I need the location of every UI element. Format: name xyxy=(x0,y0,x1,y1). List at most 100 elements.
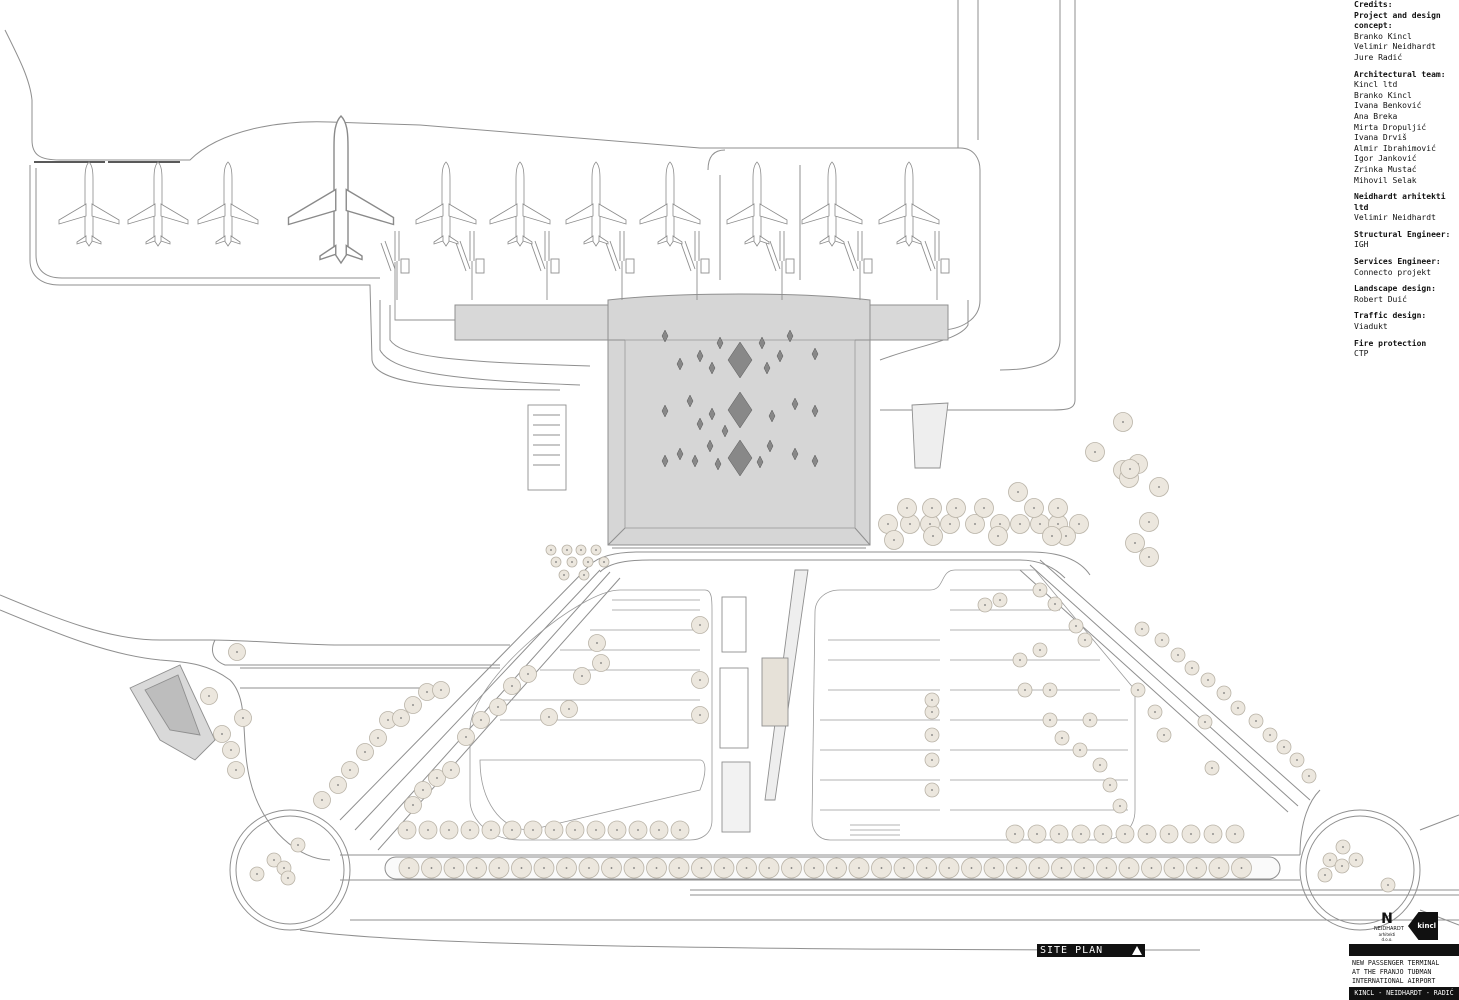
tree-icon xyxy=(428,769,446,787)
tree-icon xyxy=(545,544,557,556)
tree-icon xyxy=(582,556,594,568)
kincl-logo: kincl xyxy=(1408,912,1438,940)
tree-icon xyxy=(1072,742,1088,758)
tree-icon xyxy=(922,498,942,518)
tree-icon xyxy=(213,725,231,743)
tree-icon xyxy=(1380,877,1396,893)
roundabout-left xyxy=(229,809,351,931)
tree-icon xyxy=(1322,852,1338,868)
tree-icon xyxy=(228,643,246,661)
aircraft-icon xyxy=(197,161,259,247)
ramp-right xyxy=(1039,559,1311,801)
tree-icon xyxy=(961,857,982,879)
tree-icon xyxy=(924,752,940,768)
tree-icon xyxy=(736,857,757,879)
tree-icon xyxy=(893,857,915,879)
credits-line: Ivana Drviš xyxy=(1354,133,1407,143)
tree-icon xyxy=(884,530,904,550)
jet-bridge xyxy=(934,231,940,300)
credits-line: Velimir Neidhardt xyxy=(1354,42,1436,52)
north-arrow-icon xyxy=(1132,946,1142,955)
tree-icon xyxy=(590,544,602,556)
apron-loop-2 xyxy=(389,305,591,367)
tree-icon xyxy=(1197,714,1213,730)
jet-bridge xyxy=(394,231,400,300)
neidhardt-logo-sub: arhitekti d.o.o. xyxy=(1378,932,1396,942)
tree-icon xyxy=(442,761,460,779)
tree-icon xyxy=(1262,727,1278,743)
tree-icon xyxy=(826,857,847,879)
tree-icon xyxy=(983,857,1005,879)
aircraft-icon xyxy=(878,161,940,247)
aircraft-icon xyxy=(639,161,701,247)
tree-icon xyxy=(397,820,417,840)
tree-icon xyxy=(1073,857,1095,879)
jet-bridge xyxy=(469,231,475,300)
neidhardt-logo-letter: N xyxy=(1381,911,1393,927)
title-line: NEW PASSENGER TERMINAL xyxy=(1352,959,1440,967)
tree-icon xyxy=(924,692,940,708)
tree-icon xyxy=(561,544,573,556)
tree-icon xyxy=(398,857,420,879)
tree-icon xyxy=(924,727,940,743)
tree-icon xyxy=(565,820,585,840)
tree-icon xyxy=(1216,685,1232,701)
tree-icon xyxy=(1276,739,1292,755)
apron-edge-inner xyxy=(35,168,380,279)
credits-title: Credits: xyxy=(1354,0,1393,9)
tree-icon xyxy=(1335,839,1351,855)
tree-icon xyxy=(713,857,735,879)
tree-icon xyxy=(519,665,537,683)
tree-icon xyxy=(1012,652,1028,668)
aircraft-icon xyxy=(726,161,788,247)
tree-icon xyxy=(670,820,690,840)
tree-icon xyxy=(1248,713,1264,729)
credits-line: Ana Breka xyxy=(1354,111,1398,121)
tree-icon xyxy=(418,820,438,840)
tree-icon xyxy=(1225,824,1245,844)
tree-icon xyxy=(1181,824,1201,844)
tree-icon xyxy=(356,743,374,761)
tree-icon xyxy=(1137,824,1157,844)
tree-icon xyxy=(558,569,570,581)
credits-heading: Fire protection xyxy=(1354,338,1427,348)
tree-icon xyxy=(1170,647,1186,663)
tree-icon xyxy=(848,857,870,879)
tree-icon xyxy=(691,706,709,724)
credits-heading: Structural Engineer: xyxy=(1354,229,1451,239)
tree-icon xyxy=(598,556,610,568)
tree-icon xyxy=(1051,857,1072,879)
neidhardt-logo: N NEIDHARDT arhitekti d.o.o. xyxy=(1374,911,1404,942)
tree-icon xyxy=(1317,867,1333,883)
tree-icon xyxy=(1008,482,1028,502)
neidhardt-logo-name: NEIDHARDT xyxy=(1374,926,1404,932)
title-block-bar xyxy=(1349,944,1459,956)
credits-heading: Neidhardt arhitekti ltd xyxy=(1354,192,1446,212)
tree-icon xyxy=(1154,632,1170,648)
taxiway-outline xyxy=(4,29,981,331)
tree-icon xyxy=(1032,582,1048,598)
tree-icon xyxy=(1141,857,1162,879)
tree-icon xyxy=(1028,857,1050,879)
tree-icon xyxy=(481,820,501,840)
tree-icon xyxy=(227,761,245,779)
tree-icon xyxy=(404,796,422,814)
tree-icon xyxy=(540,708,558,726)
tree-icon xyxy=(488,857,510,879)
title-line: AT THE FRANJO TUĐMAN xyxy=(1352,968,1432,976)
credits-line: Robert Duić xyxy=(1354,294,1407,304)
tree-icon xyxy=(1017,682,1033,698)
aircraft-icon xyxy=(415,161,477,247)
tree-icon xyxy=(1093,824,1113,844)
tree-icon xyxy=(439,820,459,840)
tree-icon xyxy=(965,514,985,534)
tree-icon xyxy=(578,569,590,581)
tree-icon xyxy=(472,711,490,729)
tree-icon xyxy=(1231,857,1252,879)
tree-icon xyxy=(404,696,422,714)
tree-icon xyxy=(280,870,296,886)
annex-building xyxy=(911,402,949,469)
tree-icon xyxy=(503,677,521,695)
tree-icon xyxy=(1006,857,1027,879)
service-road-right xyxy=(999,0,1061,371)
